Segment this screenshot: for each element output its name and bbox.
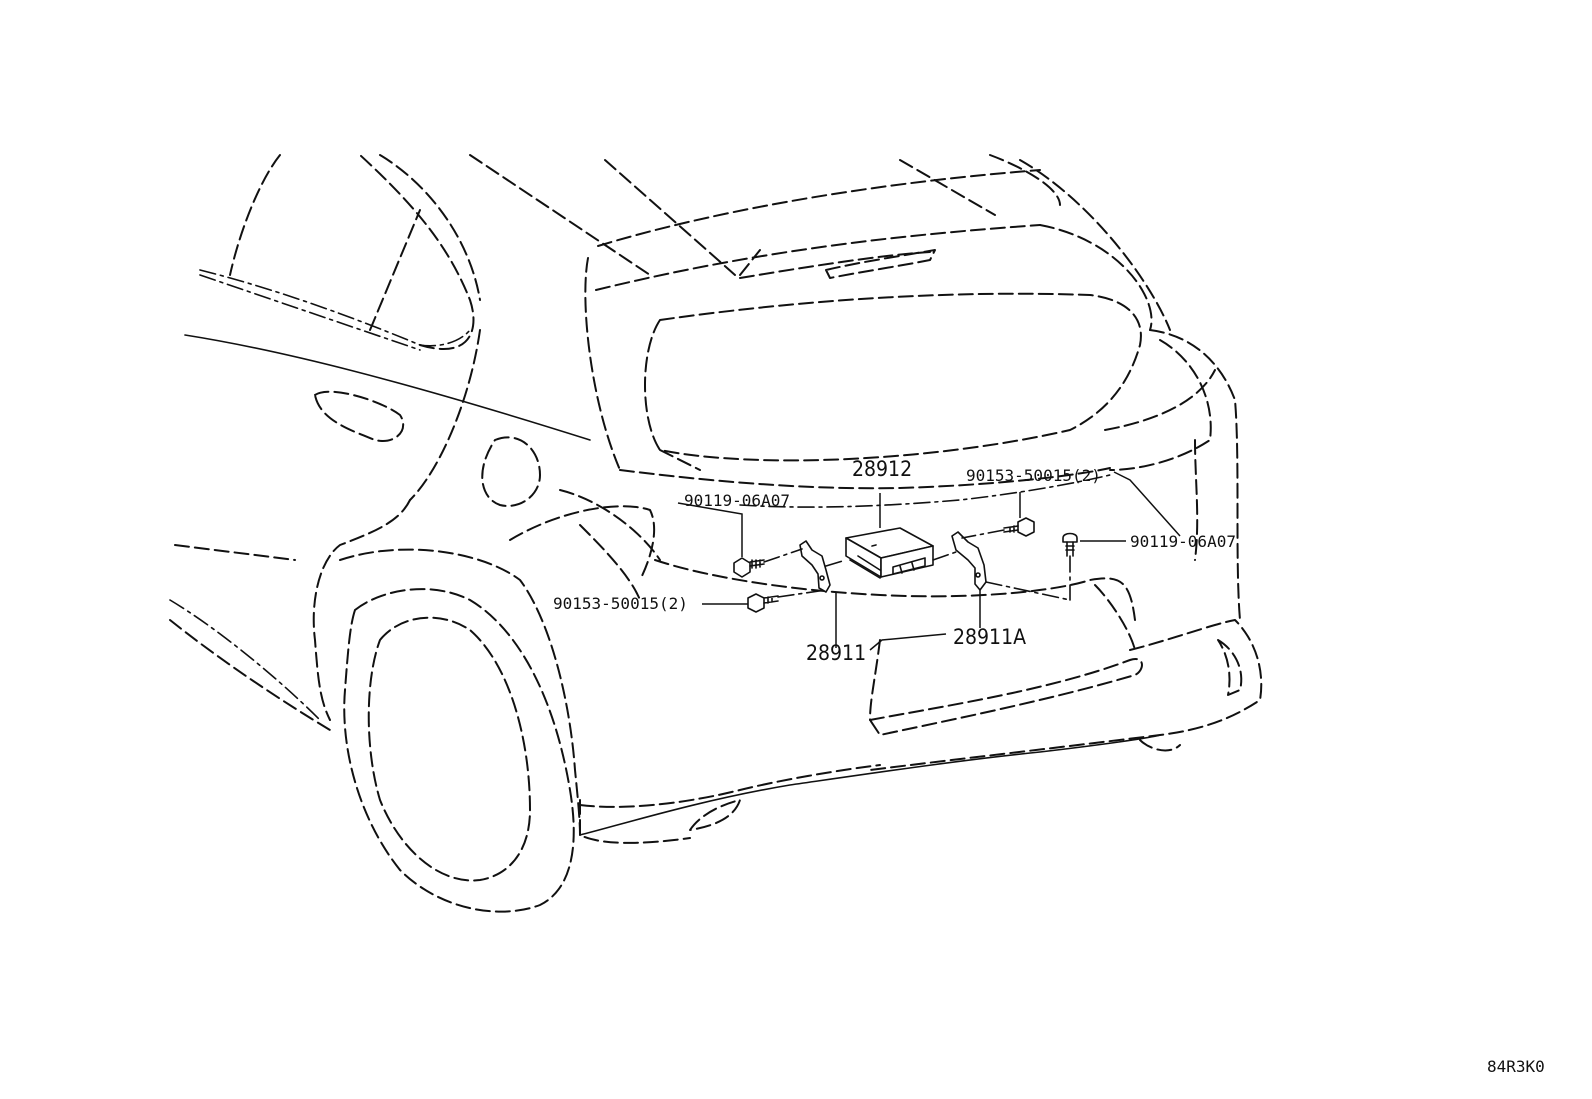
- illustration-code: 84R3K0: [1487, 1057, 1545, 1076]
- callout-28912: 28912: [852, 457, 912, 481]
- callout-90153-50015-left: 90153-50015(2): [553, 594, 688, 613]
- bracket-left-part: [799, 540, 831, 593]
- bolt-lower-left: [747, 593, 779, 613]
- bracket-right-part: [951, 531, 987, 591]
- bolt-upper-center: [1003, 517, 1035, 537]
- callout-90119-06a07-right: 90119-06A07: [1130, 532, 1236, 551]
- computer-assy-part: [845, 527, 934, 579]
- leader-lines: [677, 471, 1181, 651]
- callout-90153-50015-center: 90153-50015(2): [966, 466, 1101, 485]
- bolt-upper-left: [733, 557, 765, 578]
- callout-90119-06a07-left: 90119-06A07: [684, 491, 790, 510]
- callout-28911a: 28911A: [953, 625, 1026, 649]
- callout-28911: 28911: [806, 641, 866, 665]
- vehicle-outline: [169, 154, 1263, 913]
- bolt-upper-right: [1062, 532, 1078, 557]
